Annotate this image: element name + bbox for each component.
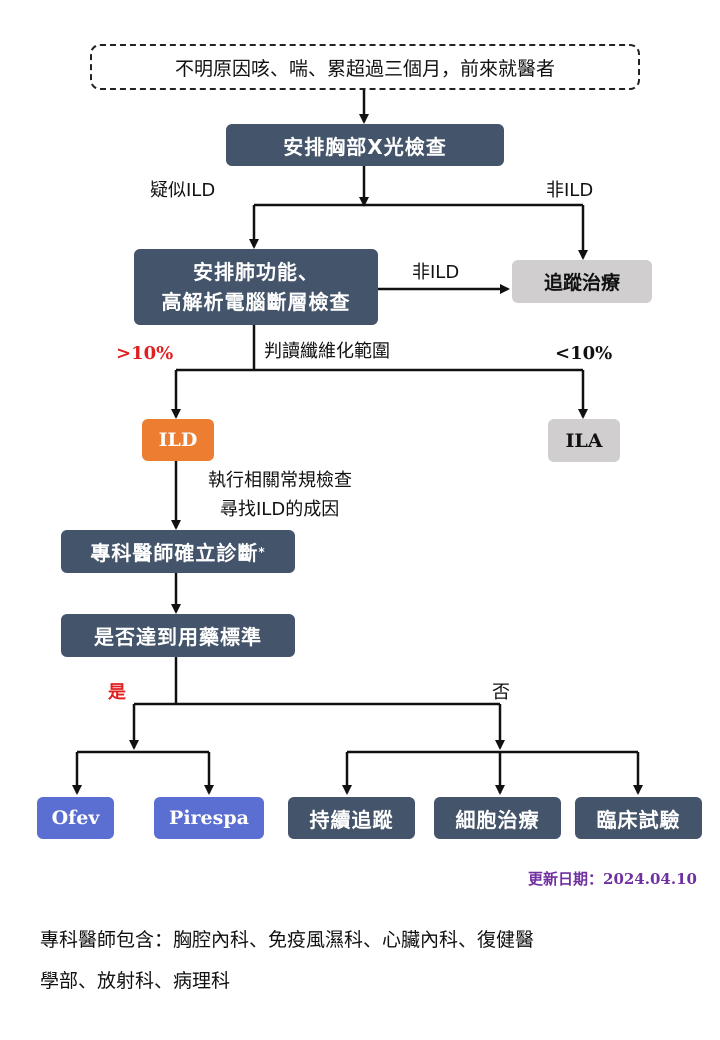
footnote-line2: 學部、放射科、病理科 bbox=[40, 970, 231, 992]
xray-node: 安排胸部X光檢查 bbox=[226, 124, 504, 166]
continue-tracking-text: 持續追蹤 bbox=[309, 807, 394, 832]
criteria-text: 是否達到用藥標準 bbox=[94, 625, 262, 649]
label-no: 否 bbox=[492, 682, 510, 703]
follow-up-text: 追蹤治療 bbox=[543, 272, 620, 294]
label-routine-line2: 尋找ILD的成因 bbox=[220, 499, 340, 520]
ila-text: ILA bbox=[565, 429, 603, 452]
start-node-text: 不明原因咳、喘、累超過三個月，前來就醫者 bbox=[174, 57, 555, 80]
ofev-text: Ofev bbox=[51, 807, 100, 829]
label-read-fibrosis: 判讀纖維化範圍 bbox=[264, 341, 390, 362]
cell-therapy-text: 細胞治療 bbox=[455, 807, 540, 832]
ild-node: ILD bbox=[142, 419, 214, 461]
label-gt10: >10% bbox=[116, 343, 174, 364]
ila-node: ILA bbox=[548, 419, 620, 462]
clinical-trial-node: 臨床試驗 bbox=[575, 797, 702, 839]
label-suspected-ild: 疑似ILD bbox=[150, 180, 216, 201]
label-lt10: <10% bbox=[555, 343, 613, 364]
pirespa-node: Pirespa bbox=[154, 797, 264, 839]
follow-up-node: 追蹤治療 bbox=[512, 260, 652, 303]
pirespa-text: Pirespa bbox=[169, 807, 249, 829]
specialist-node: 專科醫師確立診斷* bbox=[61, 530, 295, 573]
ofev-node: Ofev bbox=[37, 797, 114, 839]
lung-test-node: 安排肺功能、 高解析電腦斷層檢查 bbox=[134, 249, 378, 325]
label-not-ild-2: 非ILD bbox=[412, 262, 460, 283]
specialist-text: 專科醫師確立診斷 bbox=[90, 541, 259, 565]
start-node: 不明原因咳、喘、累超過三個月，前來就醫者 bbox=[90, 44, 640, 90]
label-not-ild-1: 非ILD bbox=[546, 180, 594, 201]
label-routine-line1: 執行相關常規檢查 bbox=[208, 470, 352, 491]
footnote-line1: 專科醫師包含：胸腔內科、免疫風濕科、心臟內科、復健醫 bbox=[40, 929, 535, 951]
updated-date: 更新日期：2024.04.10 bbox=[528, 870, 697, 888]
specialist-mark: * bbox=[258, 544, 266, 559]
lung-test-line2: 高解析電腦斷層檢查 bbox=[161, 290, 351, 314]
clinical-trial-text: 臨床試驗 bbox=[596, 807, 681, 832]
xray-node-text: 安排胸部X光檢查 bbox=[283, 134, 447, 159]
criteria-node: 是否達到用藥標準 bbox=[61, 614, 295, 657]
lung-test-line1: 安排肺功能、 bbox=[193, 260, 319, 284]
continue-tracking-node: 持續追蹤 bbox=[288, 797, 415, 839]
ild-text: ILD bbox=[158, 429, 198, 451]
cell-therapy-node: 細胞治療 bbox=[434, 797, 561, 839]
label-yes: 是 bbox=[108, 682, 126, 703]
